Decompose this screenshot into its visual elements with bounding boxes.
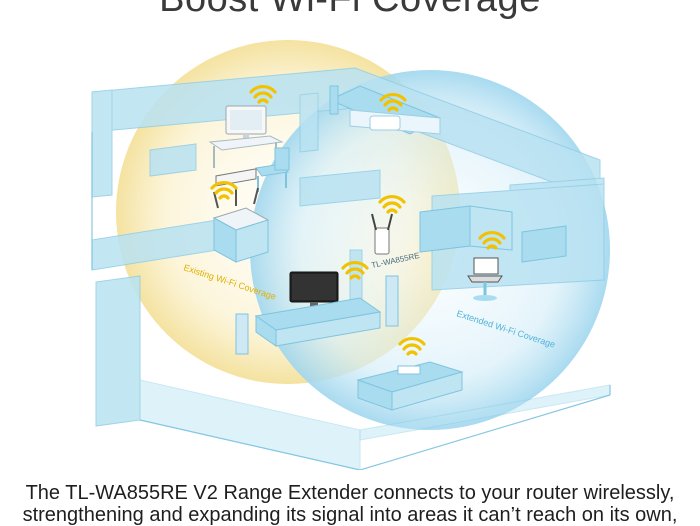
caption-line-2: strengthening and expanding its signal i… bbox=[22, 504, 678, 526]
monitor-icon bbox=[208, 105, 284, 168]
sofa-icon bbox=[356, 361, 464, 411]
extender-icon bbox=[371, 213, 393, 255]
speaker-icon bbox=[235, 275, 399, 355]
bed-icon bbox=[328, 85, 442, 135]
laptop-icon bbox=[467, 257, 503, 301]
chair-icon bbox=[255, 147, 290, 192]
wifi-icon bbox=[210, 85, 506, 356]
tv-icon bbox=[289, 271, 339, 308]
coverage-illustration: TL-WA855RE bbox=[91, 40, 611, 470]
router-icon bbox=[212, 168, 270, 263]
tv-stand-icon bbox=[254, 297, 382, 347]
caption-line-1: The TL-WA855RE V2 Range Extender connect… bbox=[25, 482, 675, 504]
page-title: Boost Wi-Fi Coverage bbox=[0, 0, 700, 21]
description-caption: The TL-WA855RE V2 Range Extender connect… bbox=[0, 482, 700, 526]
